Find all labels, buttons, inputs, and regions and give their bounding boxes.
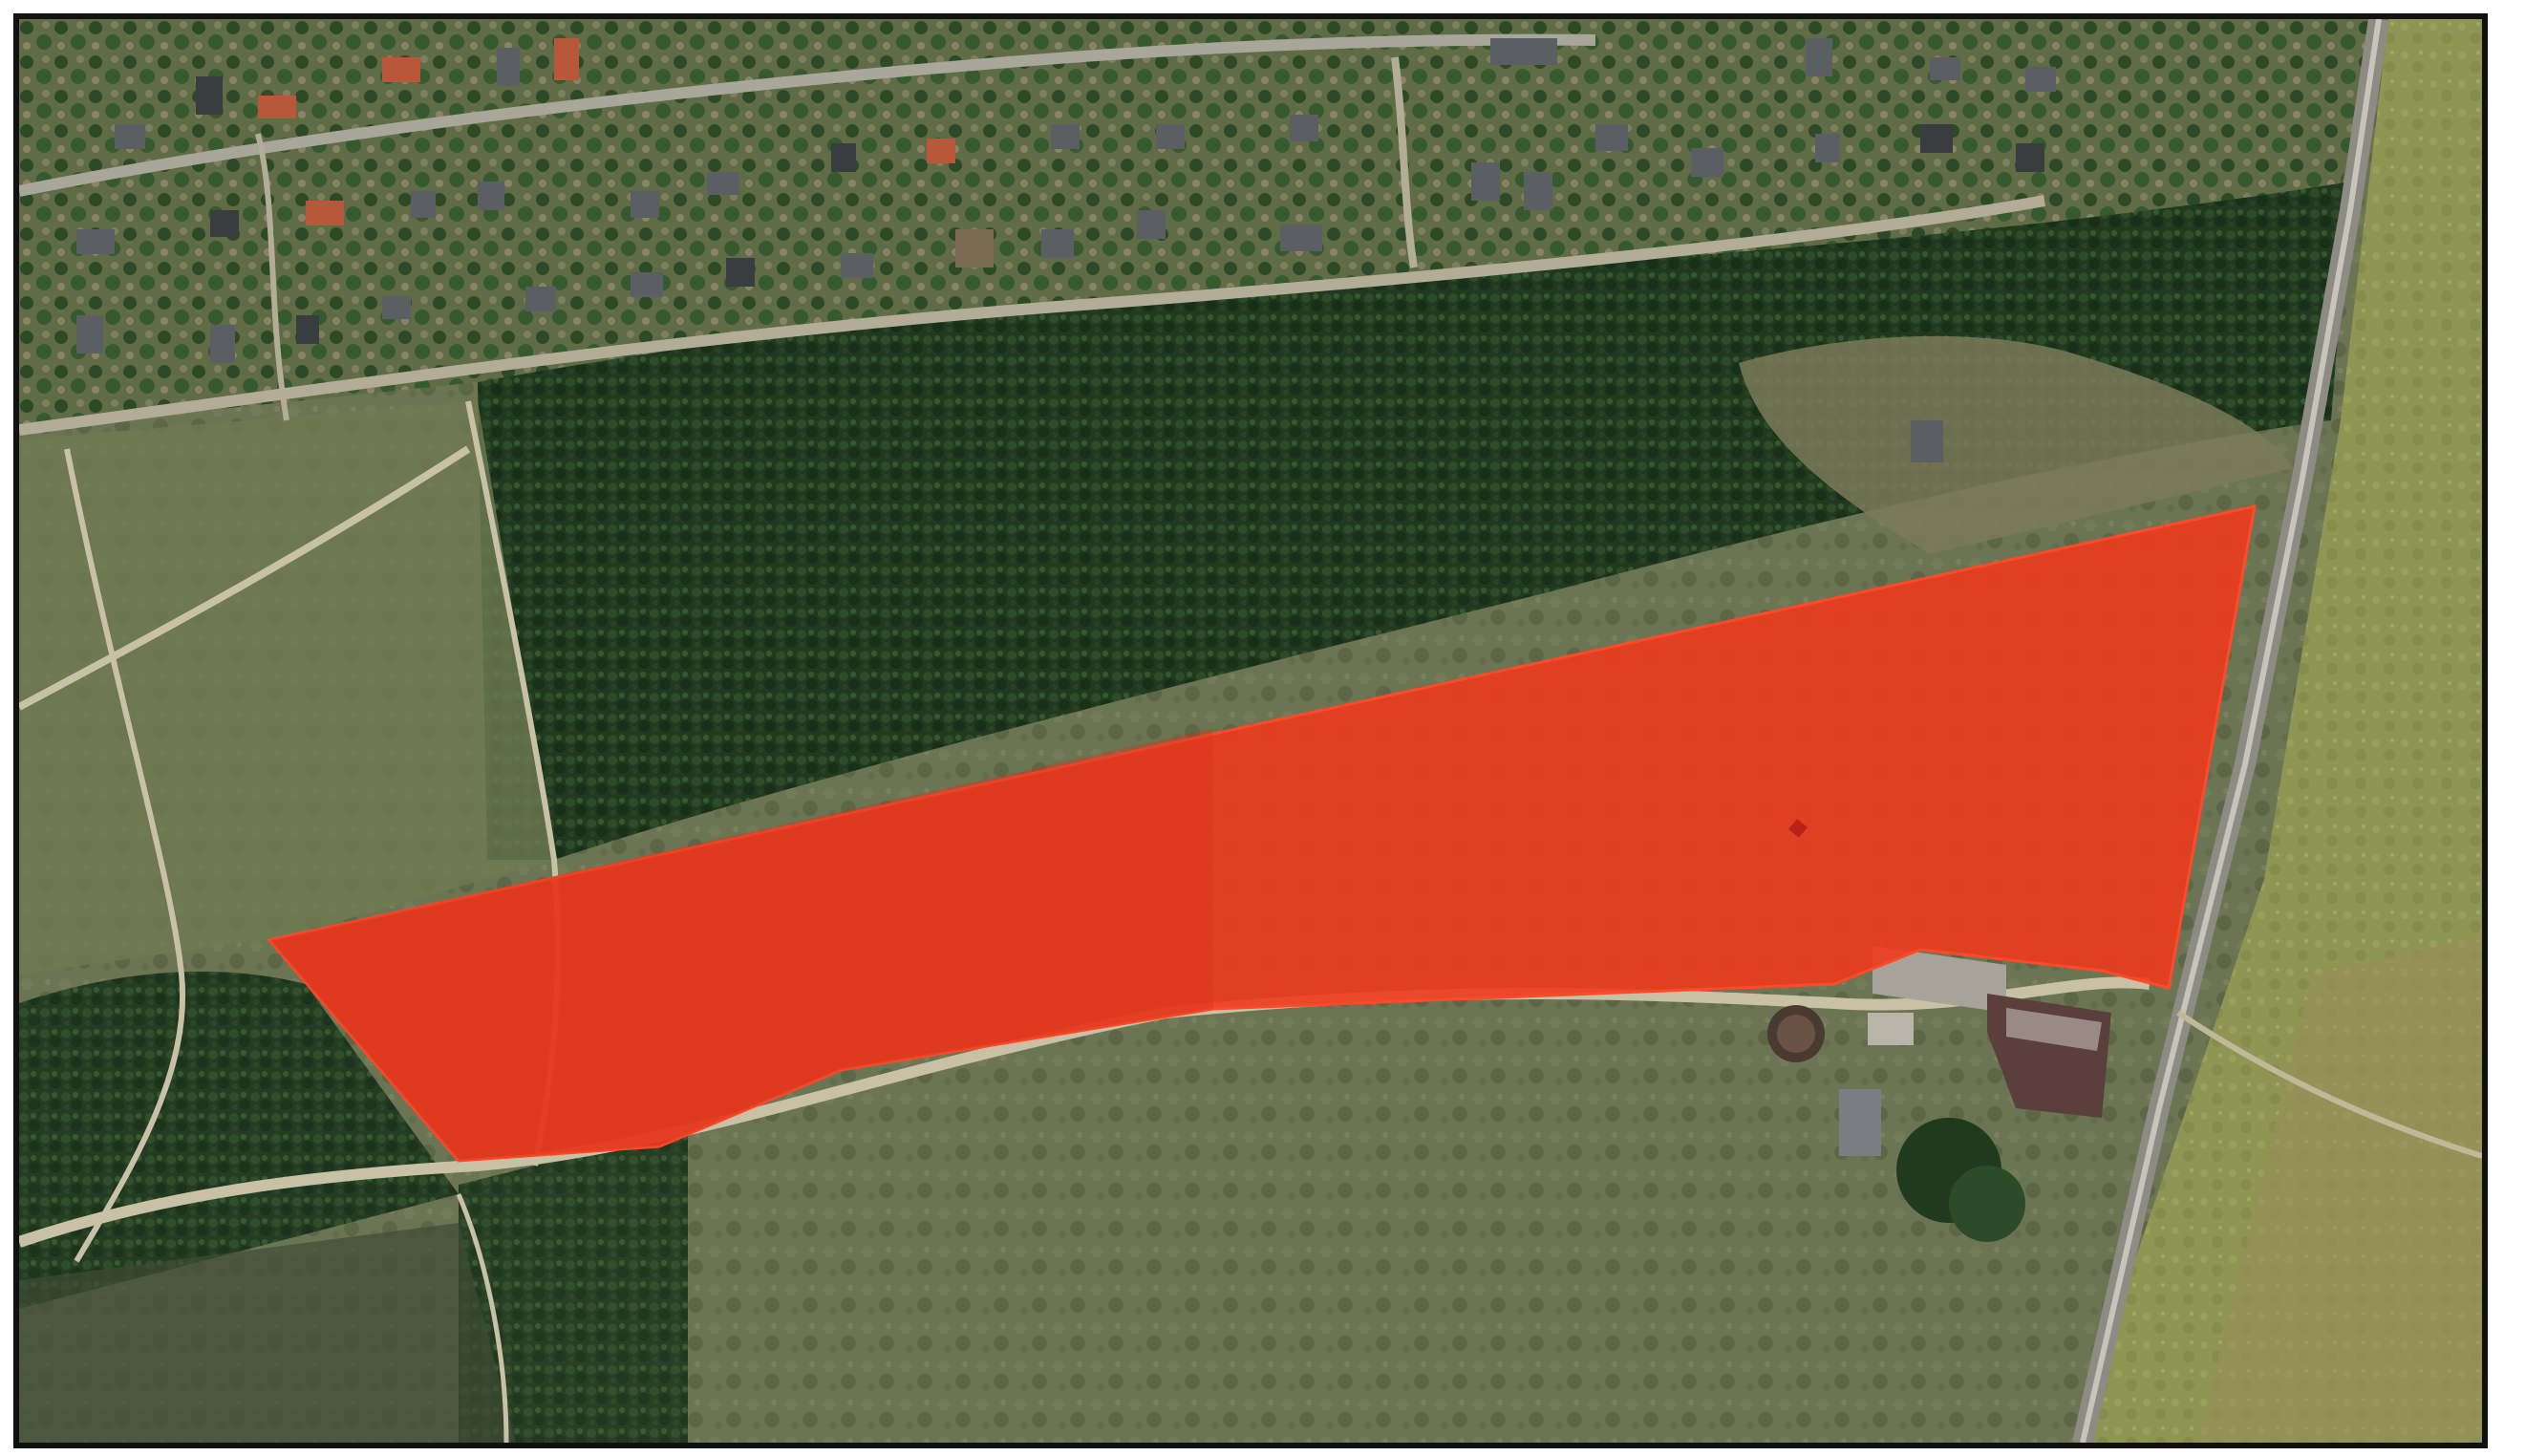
map-frame: [13, 13, 2488, 1448]
farm-field-strip: [2197, 936, 2482, 1443]
aerial-map[interactable]: [19, 19, 2482, 1443]
village-road-south: [19, 195, 2046, 436]
track-east-field: [2176, 1010, 2482, 1159]
forest-south: [459, 1127, 688, 1443]
track-west-loop: [19, 445, 471, 711]
heath-dark-south: [19, 1223, 516, 1443]
village-houses: [76, 38, 2056, 462]
highlighted-parcel[interactable]: [267, 504, 2257, 1163]
parcel-marker: [1788, 819, 1808, 838]
village-area: [19, 19, 2379, 430]
village-lane: [1391, 56, 1418, 268]
village-road-north: [19, 33, 1596, 197]
forest-southwest: [19, 971, 459, 1309]
track-south-branch: [456, 1193, 509, 1443]
track-west-vertical: [64, 448, 186, 1263]
parcel-shading: [269, 728, 1213, 1161]
farm-buildings: [1767, 946, 2111, 1242]
village-lane-2: [255, 133, 289, 421]
forest-clearing: [1739, 335, 2293, 554]
main-road-centerline: [2080, 19, 2382, 1443]
